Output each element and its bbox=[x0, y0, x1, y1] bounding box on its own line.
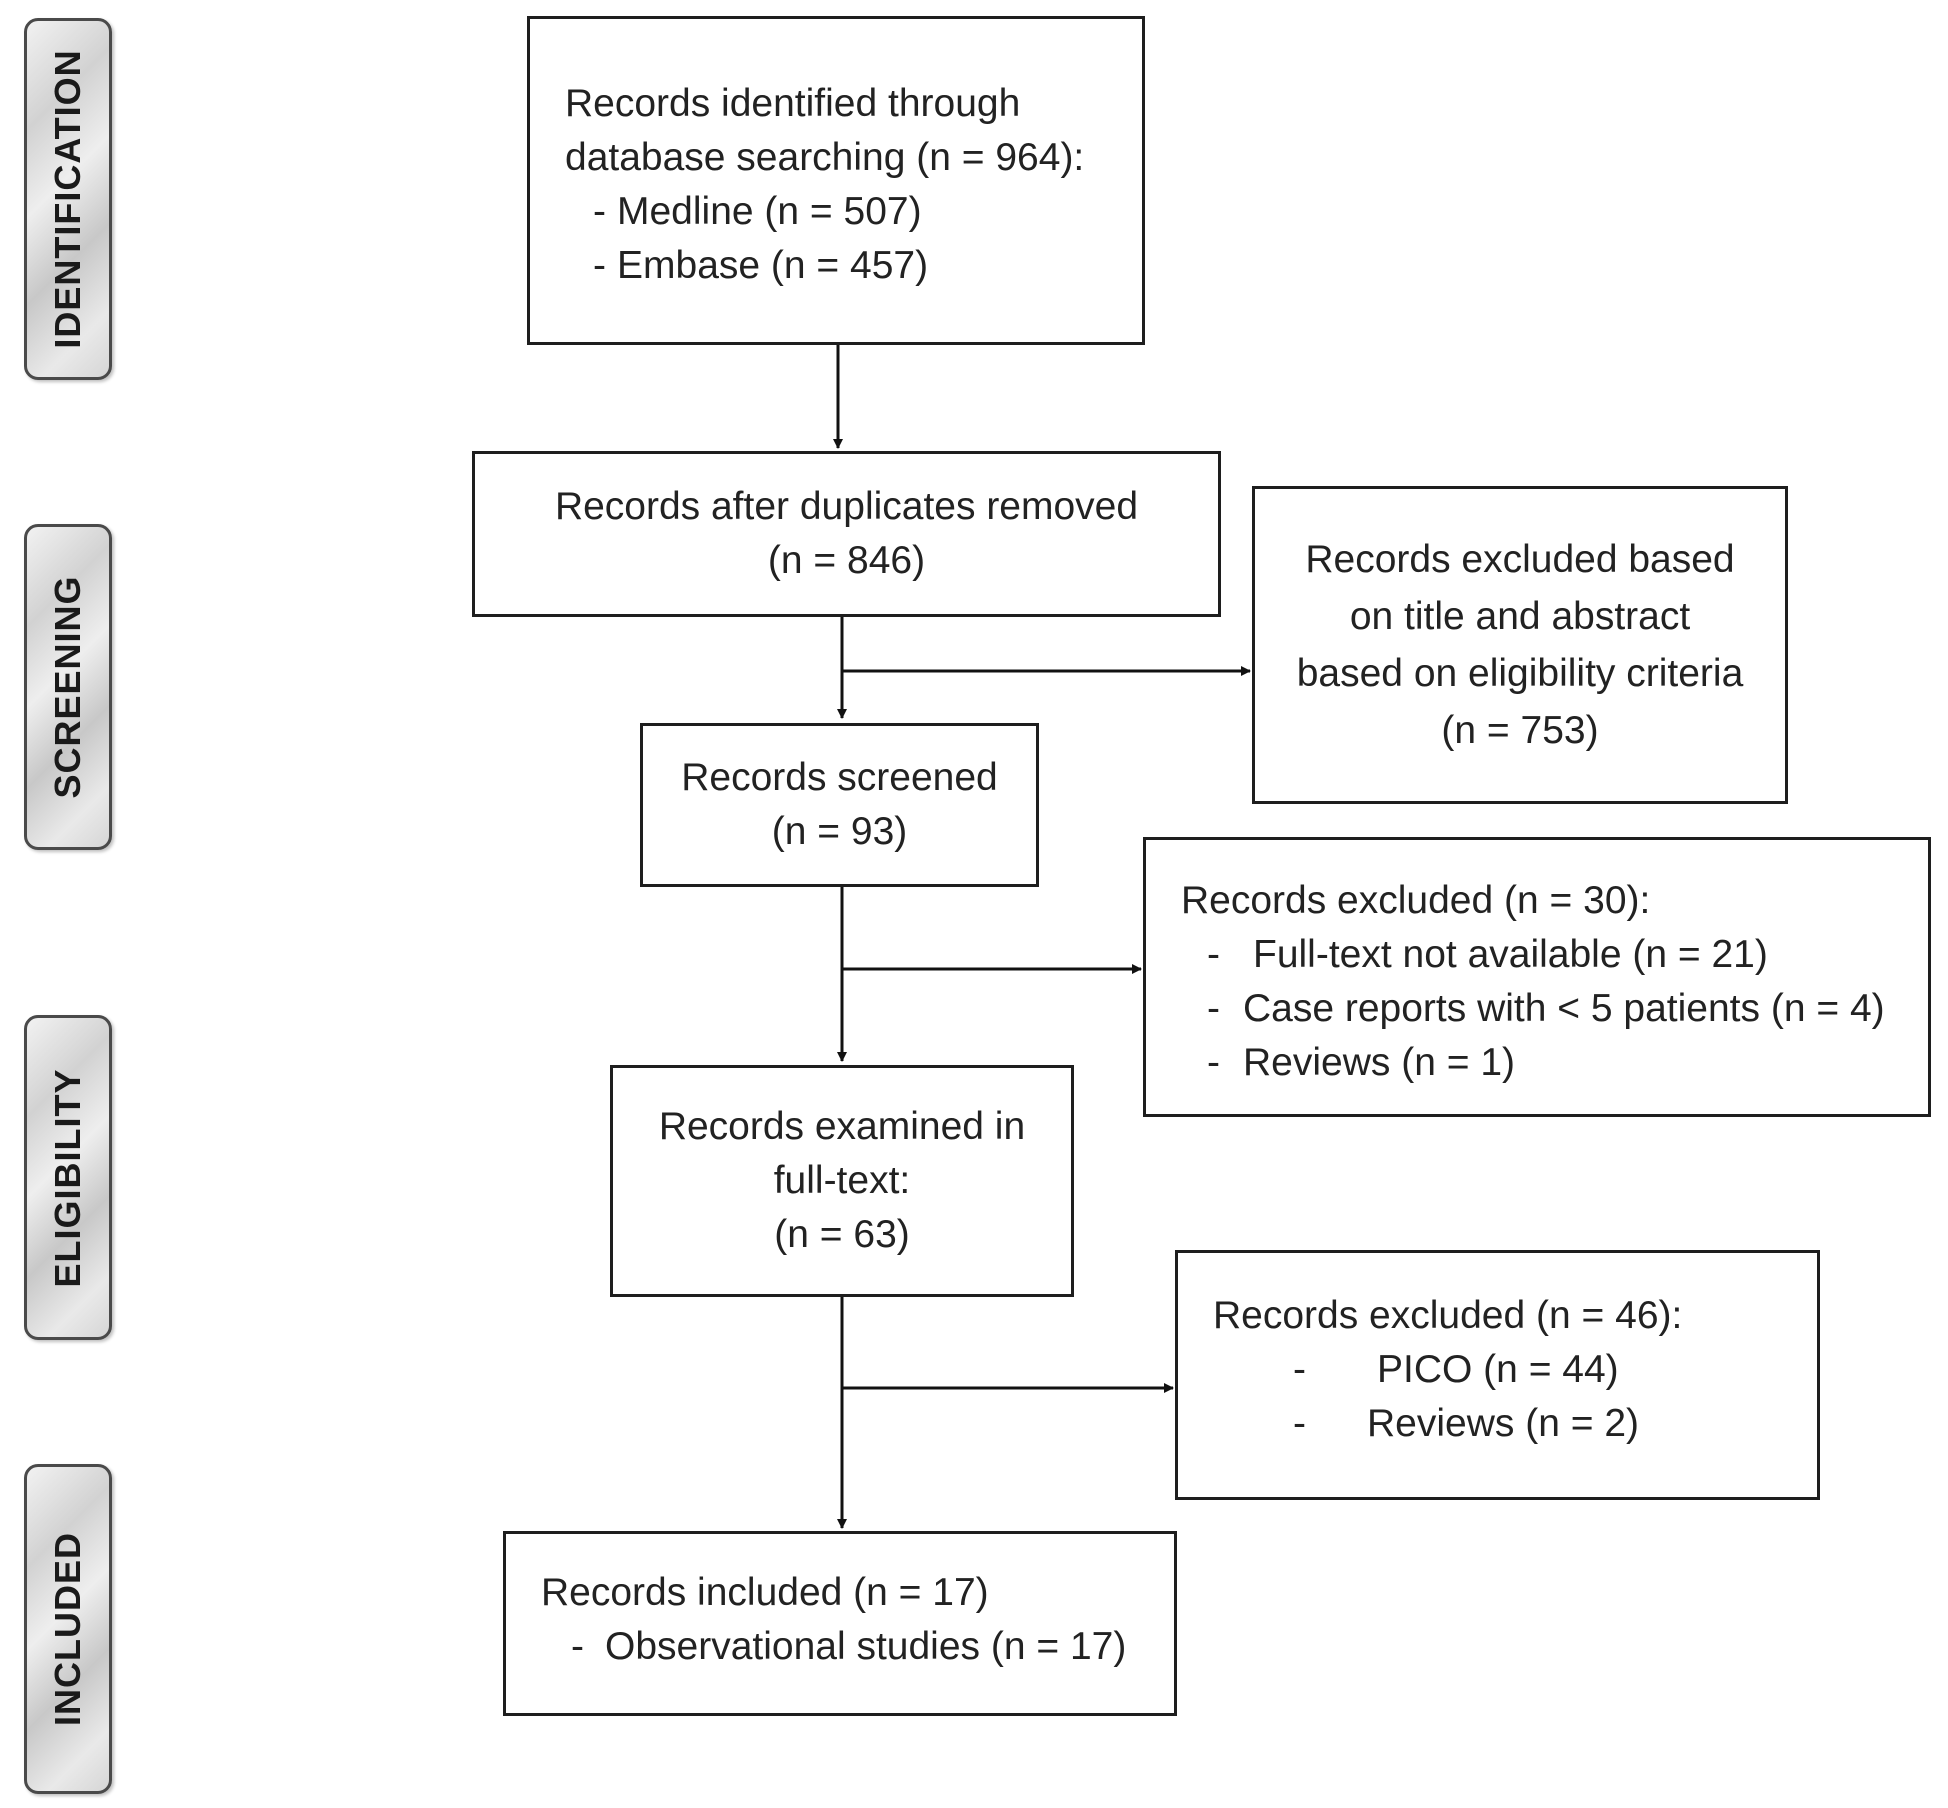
bullet-dash: - bbox=[593, 190, 606, 233]
list-item-text: Reviews (n = 2) bbox=[1367, 1402, 1640, 1445]
stage-eligibility: ELIGIBILITY bbox=[24, 1015, 112, 1340]
list-item: - Case reports with < 5 patients (n = 4) bbox=[1181, 982, 1928, 1036]
stage-screening: SCREENING bbox=[24, 524, 112, 850]
bullet-dash: - bbox=[1207, 987, 1220, 1030]
list-item-text: Observational studies (n = 17) bbox=[605, 1625, 1127, 1668]
list-item-text: Full-text not available (n = 21) bbox=[1253, 933, 1768, 976]
box-records-excluded-screening: Records excluded (n = 30): - Full-text n… bbox=[1143, 837, 1931, 1117]
bullet-dash: - bbox=[1207, 1041, 1220, 1084]
list-item-text: Medline (n = 507) bbox=[617, 190, 922, 233]
list-item: - Medline (n = 507) bbox=[565, 185, 1142, 239]
box-records-excluded-title-abstract: Records excluded based on title and abst… bbox=[1252, 486, 1788, 804]
box-records-excluded-full-text: Records excluded (n = 46): - PICO (n = 4… bbox=[1175, 1250, 1820, 1500]
box-text-line: Records screened bbox=[681, 756, 998, 799]
list-item: - Observational studies (n = 17) bbox=[541, 1620, 1174, 1674]
list-item-text: PICO (n = 44) bbox=[1377, 1348, 1619, 1391]
list-item-text: Embase (n = 457) bbox=[617, 244, 929, 287]
bullet-dash: - bbox=[593, 244, 606, 287]
list-item: - Embase (n = 457) bbox=[565, 239, 1142, 293]
bullet-dash: - bbox=[571, 1625, 584, 1668]
box-heading: Records included (n = 17) bbox=[541, 1571, 989, 1614]
bullet-dash: - bbox=[1293, 1402, 1306, 1445]
box-records-identified: Records identified through database sear… bbox=[527, 16, 1145, 345]
box-text-line: Records examined in bbox=[658, 1105, 1026, 1148]
box-records-full-text: Records examined in full-text: (n = 63) bbox=[610, 1065, 1074, 1297]
stage-identification: IDENTIFICATION bbox=[24, 18, 112, 380]
box-text-line: database searching (n = 964): bbox=[565, 136, 1085, 179]
list-item-text: Reviews (n = 1) bbox=[1243, 1041, 1516, 1084]
box-text-line: Records excluded based bbox=[1305, 538, 1735, 581]
box-text-line: based on eligibility criteria bbox=[1296, 652, 1744, 695]
box-text-line: (n = 846) bbox=[767, 539, 926, 582]
box-heading: Records excluded (n = 46): bbox=[1213, 1294, 1683, 1337]
box-text-line: (n = 93) bbox=[771, 810, 908, 853]
box-text-line: full-text: bbox=[773, 1159, 911, 1202]
box-records-screened: Records screened (n = 93) bbox=[640, 723, 1039, 887]
list-item: - PICO (n = 44) bbox=[1213, 1343, 1817, 1397]
box-records-after-duplicates: Records after duplicates removed (n = 84… bbox=[472, 451, 1221, 617]
bullet-dash: - bbox=[1207, 933, 1220, 976]
list-item: - Full-text not available (n = 21) bbox=[1181, 928, 1928, 982]
list-item: - Reviews (n = 1) bbox=[1181, 1036, 1928, 1090]
box-heading: Records excluded (n = 30): bbox=[1181, 879, 1651, 922]
box-records-included: Records included (n = 17) - Observationa… bbox=[503, 1531, 1177, 1716]
box-text-line: on title and abstract bbox=[1349, 595, 1691, 638]
list-item: - Reviews (n = 2) bbox=[1213, 1397, 1817, 1451]
box-text-line: Records after duplicates removed bbox=[554, 485, 1139, 528]
box-text-line: (n = 63) bbox=[774, 1213, 910, 1256]
stage-included: INCLUDED bbox=[24, 1464, 112, 1794]
box-text-line: (n = 753) bbox=[1441, 709, 1599, 752]
box-text-line: Records identified through bbox=[565, 82, 1021, 125]
list-item-text: Case reports with < 5 patients (n = 4) bbox=[1243, 987, 1885, 1030]
bullet-dash: - bbox=[1293, 1348, 1306, 1391]
